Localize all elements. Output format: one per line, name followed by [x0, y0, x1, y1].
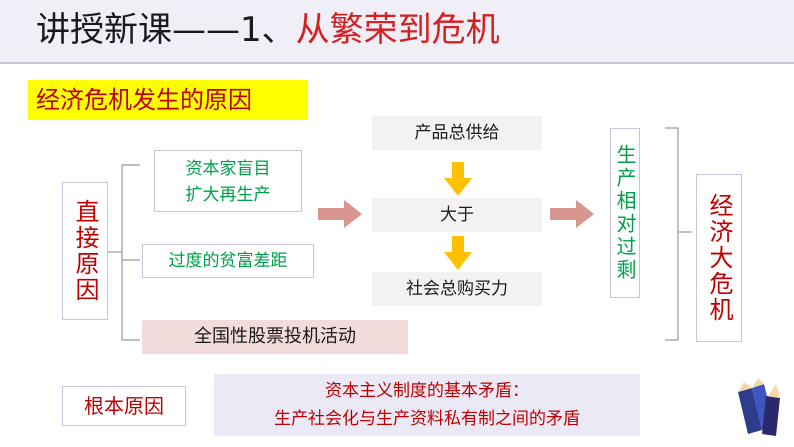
capitalists-cause-box: 资本家盲目 扩大再生产	[154, 150, 302, 212]
wealth-gap-box: 过度的贫富差距	[142, 244, 314, 278]
contradiction-box: 资本主义制度的基本矛盾： 生产社会化与生产资料私有制之间的矛盾	[214, 374, 640, 436]
arrow-right-icon	[318, 200, 362, 228]
capitalists-line1: 资本家盲目	[185, 159, 271, 179]
greater-box: 大于	[372, 198, 542, 232]
overproduction-label: 生产相对过剩	[613, 144, 637, 282]
arrow-down-icon	[444, 236, 472, 270]
demand-box: 社会总购买力	[372, 272, 542, 306]
crisis-bracket	[665, 127, 679, 341]
arrow-down-icon	[444, 162, 472, 196]
capitalists-line2: 扩大再生产	[185, 185, 271, 205]
page-title: 讲授新课——1、从繁荣到危机	[36, 8, 500, 52]
contradiction-line2: 生产社会化与生产资料私有制之间的矛盾	[274, 409, 580, 429]
crisis-label: 经济大危机	[705, 193, 733, 323]
arrow-right-icon	[550, 200, 594, 228]
causes-bracket	[121, 164, 140, 341]
direct-cause-label: 直接原因	[71, 199, 99, 303]
title-divider	[0, 62, 794, 64]
root-cause-box: 根本原因	[62, 386, 186, 426]
section-label: 经济危机发生的原因	[28, 80, 308, 120]
overproduction-box: 生产相对过剩	[610, 128, 640, 298]
stock-speculation-box: 全国性股票投机活动	[142, 320, 408, 354]
pencil-icon	[738, 378, 780, 436]
direct-cause-box: 直接原因	[62, 182, 108, 320]
crisis-box: 经济大危机	[696, 174, 742, 342]
supply-box: 产品总供给	[372, 116, 542, 150]
title-highlight: 从繁荣到危机	[295, 10, 500, 50]
contradiction-line1: 资本主义制度的基本矛盾：	[325, 381, 529, 401]
title-prefix: 讲授新课——1、	[36, 10, 296, 50]
title-bar	[0, 0, 794, 62]
